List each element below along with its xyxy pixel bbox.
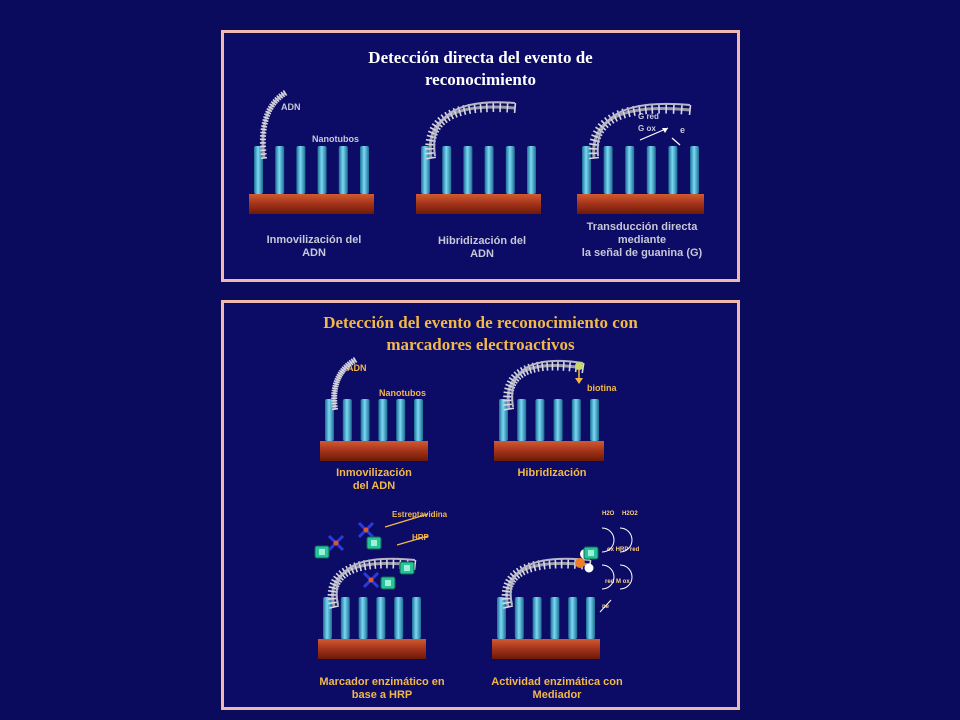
streptavidin-label: Estreptavidina [392, 510, 448, 519]
step-hybridization-label: Hibridización del ADN [437, 235, 526, 260]
direct-detection-panel: Detección directa del evento de reconoci… [221, 30, 740, 282]
label-detection-panel: Detección del evento de reconocimiento c… [221, 300, 740, 710]
electrode-immobilization [249, 148, 379, 220]
mediator-cycle-label: red M ox [605, 579, 630, 585]
dna-label: ADN [347, 363, 367, 373]
step-hybridization-label: Hibridización [517, 467, 587, 479]
electrode-hybridization [417, 148, 547, 220]
nanotubes-label: Nanotubos [379, 388, 426, 398]
step-mediator-activity-label: Actividad enzimática con Mediador [491, 676, 623, 701]
step-immobilization-label: Inmovilización del ADN [266, 234, 362, 259]
hrp-label: HRP [412, 533, 429, 542]
h2o2-label: H2O2 [622, 511, 638, 517]
electron-label: e [680, 125, 686, 135]
electrode-guanine-transduction [577, 148, 707, 220]
g-red-label: G red [638, 112, 659, 121]
label-detection-title: Detección del evento de reconocimiento c… [323, 313, 638, 354]
biotin-label: biotina [587, 383, 617, 393]
step-immobilization-label: Inmovilización del ADN [336, 467, 412, 492]
h2o-label: H2O [602, 511, 615, 517]
step-hrp-marker-label: Marcador enzimático en base a HRP [319, 676, 445, 701]
direct-detection-title: Detección directa del evento de reconoci… [368, 48, 593, 89]
g-ox-label: G ox [638, 124, 656, 133]
hrp-cycle-label: ox HRP red [607, 547, 640, 553]
dna-label: ADN [281, 102, 301, 112]
electron-count-label: ne [602, 604, 610, 610]
step-direct-transduction-label: Transducción directa mediante la señal d… [581, 221, 703, 259]
nanotubes-label: Nanotubos [312, 134, 359, 144]
